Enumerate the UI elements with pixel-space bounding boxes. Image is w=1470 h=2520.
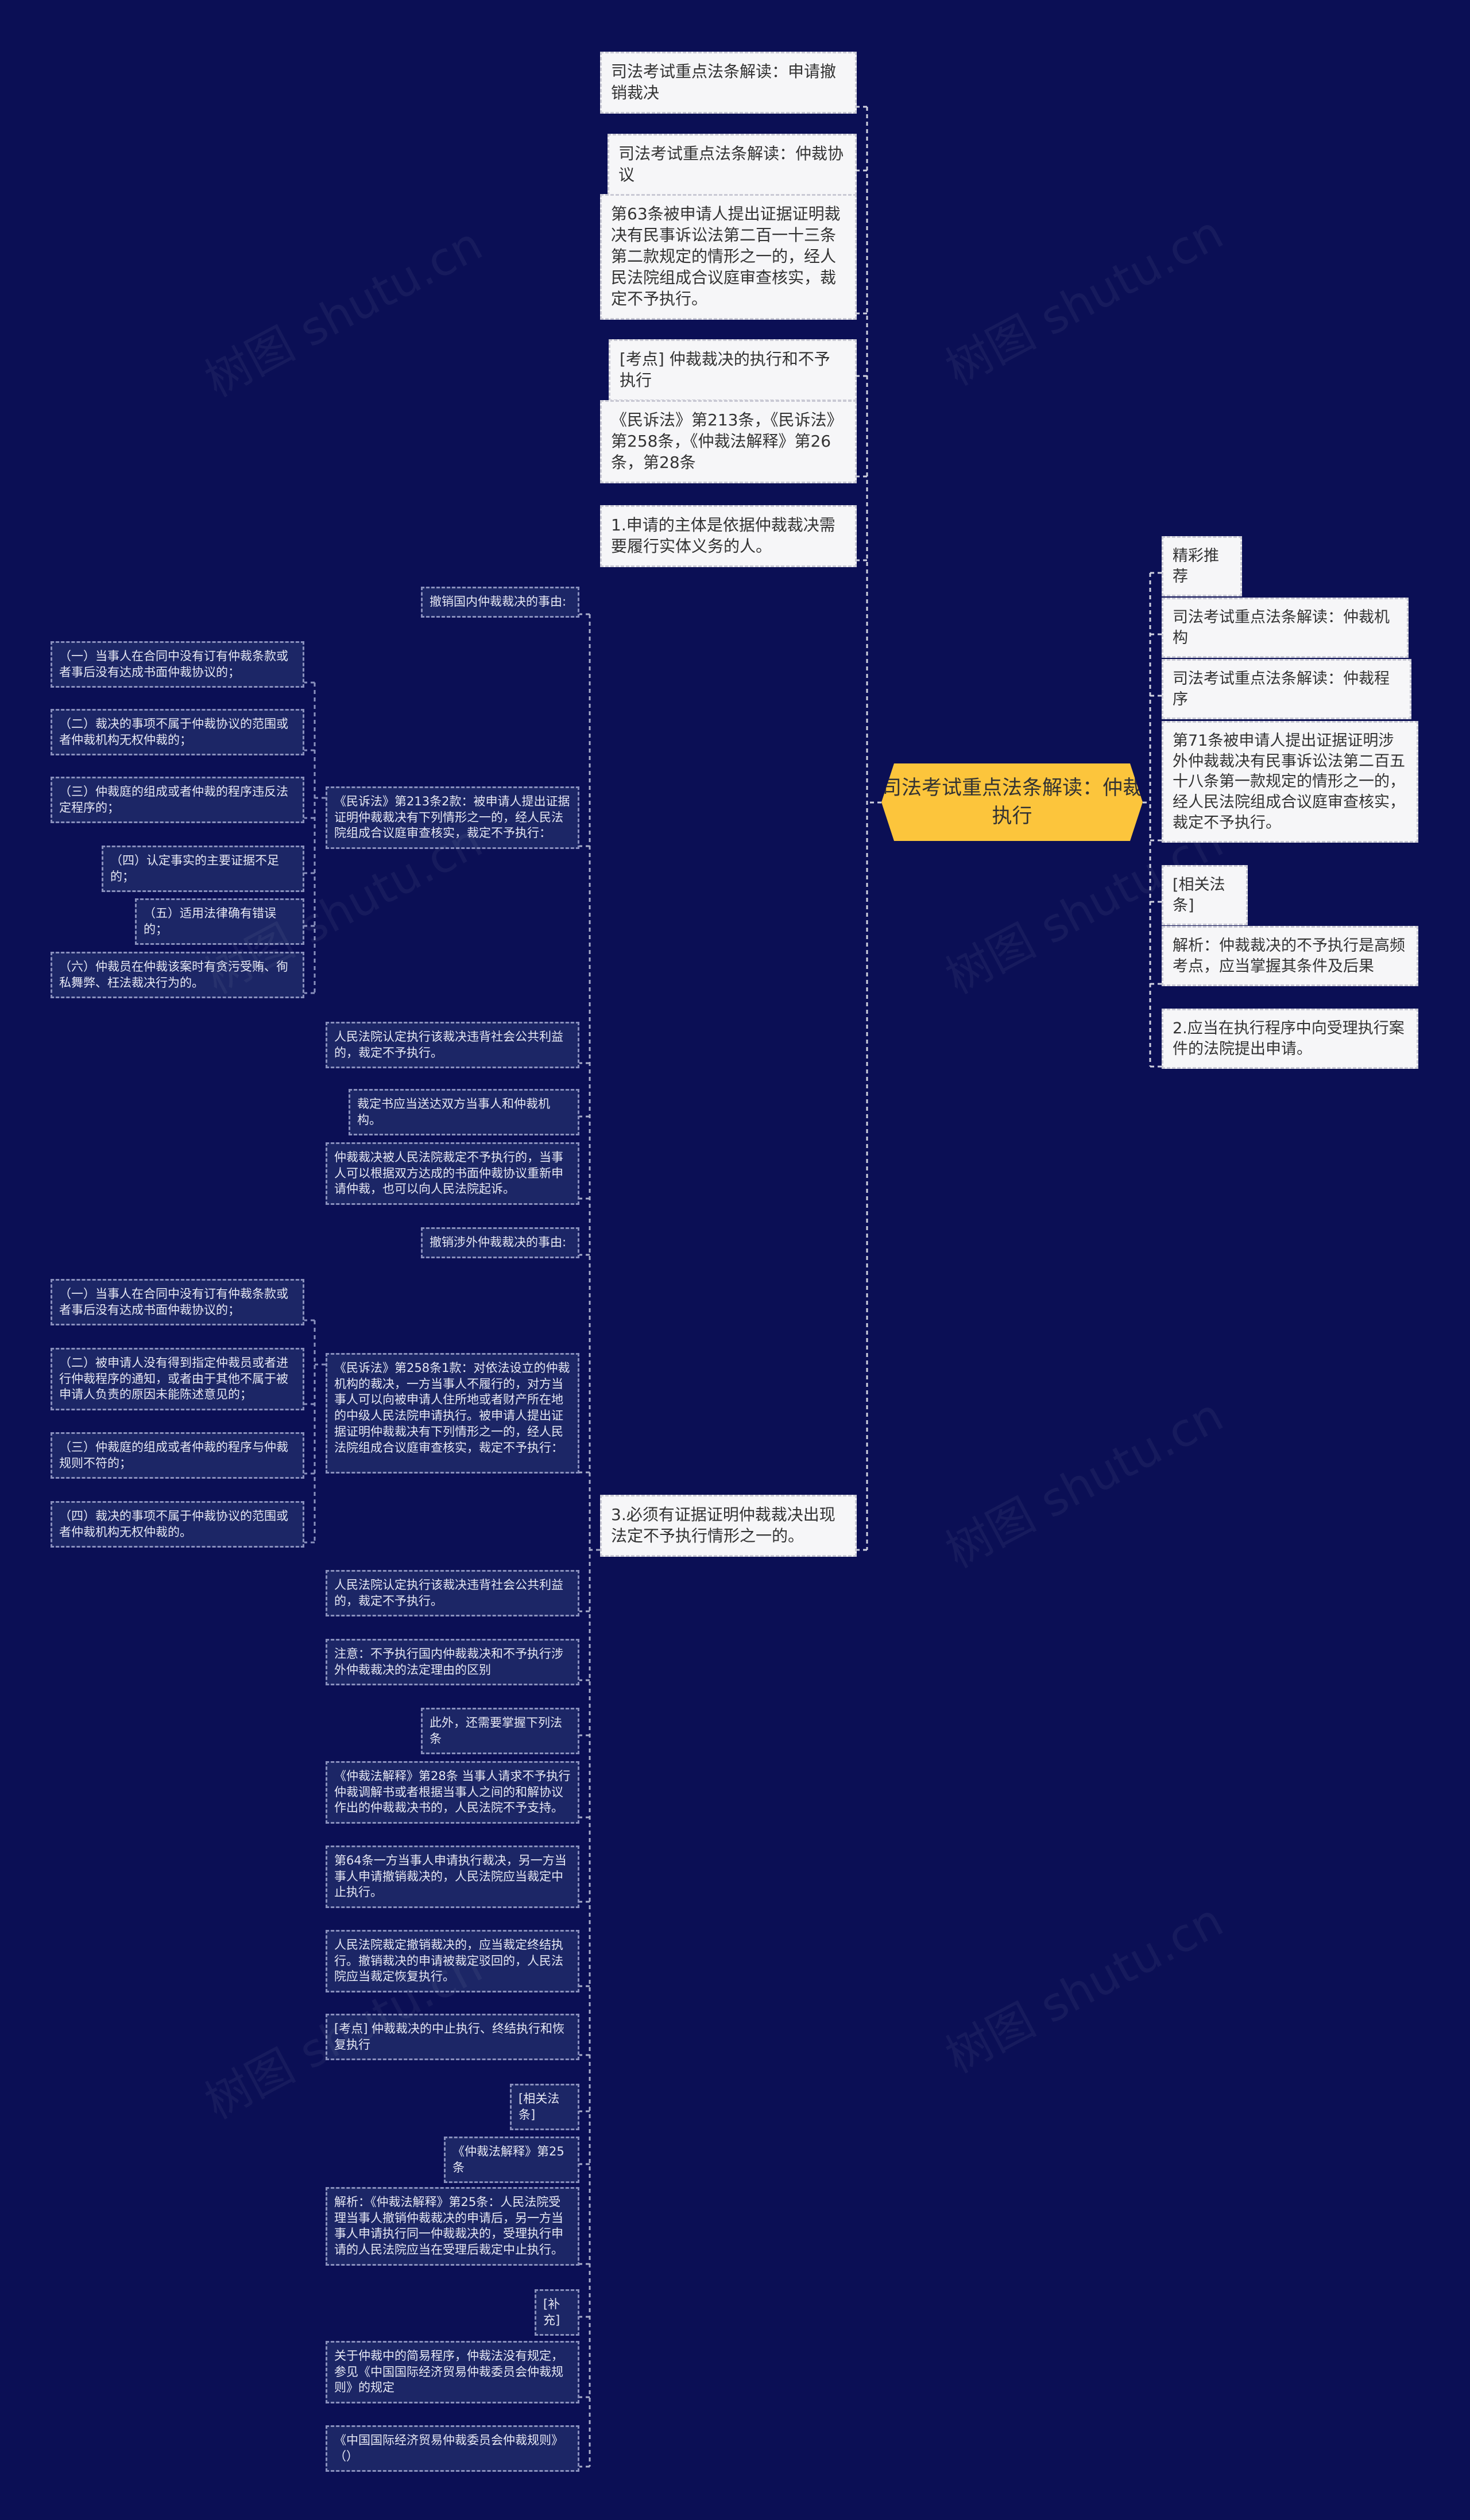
left-branch-4[interactable]: [考点] 仲裁裁决的执行和不予执行 xyxy=(609,339,857,401)
right-branch-6[interactable]: 解析：仲裁裁决的不予执行是高频考点，应当掌握其条件及后果 xyxy=(1162,926,1418,987)
detail-node[interactable]: （二）裁决的事项不属于仲裁协议的范围或者仲裁机构无权仲裁的； xyxy=(51,709,304,756)
detail-node[interactable]: （六）仲裁员在仲裁该案时有贪污受贿、徇私舞弊、枉法裁决行为的。 xyxy=(51,952,304,999)
detail-node[interactable]: （一）当事人在合同中没有订有仲裁条款或者事后没有达成书面仲裁协议的； xyxy=(51,1279,304,1326)
detail-node[interactable]: （五）适用法律确有错误的； xyxy=(135,898,304,945)
detail-node[interactable]: （四）认定事实的主要证据不足的； xyxy=(102,846,304,893)
left-branch-1[interactable]: 司法考试重点法条解读：申请撤销裁决 xyxy=(600,52,857,114)
center-topic[interactable]: 司法考试重点法条解读：仲裁执行 xyxy=(881,763,1143,841)
sub-node[interactable]: [补充] xyxy=(535,2289,579,2336)
sub-node[interactable]: [相关法条] xyxy=(510,2084,579,2131)
sub-node[interactable]: 注意：不予执行国内仲裁裁决和不予执行涉外仲裁裁决的法定理由的区别 xyxy=(326,1639,579,1686)
sub-node[interactable]: 解析：《仲裁法解释》第25条：人民法院受理当事人撤销仲裁裁决的申请后，另一方当事… xyxy=(326,2187,579,2266)
sub-node[interactable]: 人民法院认定执行该裁决违背社会公共利益的，裁定不予执行。 xyxy=(326,1022,579,1069)
sub-node[interactable]: 《民诉法》第213条2款：被申请人提出证据证明仲裁裁决有下列情形之一的，经人民法… xyxy=(326,786,579,850)
right-branch-7[interactable]: 2.应当在执行程序中向受理执行案件的法院提出申请。 xyxy=(1162,1009,1418,1069)
right-branch-2[interactable]: 司法考试重点法条解读：仲裁机构 xyxy=(1162,598,1409,658)
left-branch-5[interactable]: 《民诉法》第213条，《民诉法》第258条，《仲裁法解释》第26条，第28条 xyxy=(600,400,857,483)
detail-node[interactable]: （一）当事人在合同中没有订有仲裁条款或者事后没有达成书面仲裁协议的； xyxy=(51,641,304,688)
sub-node[interactable]: 仲裁裁决被人民法院裁定不予执行的，当事人可以根据双方达成的书面仲裁协议重新申请仲… xyxy=(326,1142,579,1205)
right-branch-1[interactable]: 精彩推荐 xyxy=(1162,536,1242,597)
detail-node[interactable]: （三）仲裁庭的组成或者仲裁的程序与仲裁规则不符的； xyxy=(51,1432,304,1479)
sub-node[interactable]: [考点] 仲裁裁决的中止执行、终结执行和恢复执行 xyxy=(326,2014,579,2061)
sub-node[interactable]: 此外，还需要掌握下列法条 xyxy=(421,1708,579,1755)
right-branch-3[interactable]: 司法考试重点法条解读：仲裁程序 xyxy=(1162,659,1411,720)
left-branch-3[interactable]: 第63条被申请人提出证据证明裁决有民事诉讼法第二百一十三条第二款规定的情形之一的… xyxy=(600,194,857,320)
detail-node[interactable]: （四）裁决的事项不属于仲裁协议的范围或者仲裁机构无权仲裁的。 xyxy=(51,1501,304,1548)
left-branch-7[interactable]: 3.必须有证据证明仲裁裁决出现法定不予执行情形之一的。 xyxy=(600,1495,857,1557)
left-branch-2[interactable]: 司法考试重点法条解读：仲裁协议 xyxy=(608,134,857,196)
right-branch-5[interactable]: [相关法条] xyxy=(1162,865,1248,926)
sub-node[interactable]: 《中国国际经济贸易仲裁委员会仲裁规则》（） xyxy=(326,2425,579,2472)
sub-node[interactable]: 《民诉法》第258条1款：对依法设立的仲裁机构的裁决，一方当事人不履行的，对方当… xyxy=(326,1353,579,1474)
center-topic-label: 司法考试重点法条解读：仲裁执行 xyxy=(881,776,1143,828)
sub-node[interactable]: 人民法院认定执行该裁决违背社会公共利益的，裁定不予执行。 xyxy=(326,1570,579,1617)
sub-node[interactable]: 撤销国内仲裁裁决的事由: xyxy=(421,587,579,618)
sub-node[interactable]: 裁定书应当送达双方当事人和仲裁机构。 xyxy=(349,1089,579,1136)
sub-node[interactable]: 第64条一方当事人申请执行裁决，另一方当事人申请撤销裁决的，人民法院应当裁定中止… xyxy=(326,1846,579,1909)
sub-node[interactable]: 撤销涉外仲裁裁决的事由: xyxy=(421,1227,579,1258)
sub-node[interactable]: 人民法院裁定撤销裁决的，应当裁定终结执行。撤销裁决的申请被裁定驳回的，人民法院应… xyxy=(326,1930,579,1993)
sub-node[interactable]: 《仲裁法解释》第25条 xyxy=(444,2137,579,2184)
left-branch-6[interactable]: 1.申请的主体是依据仲裁裁决需要履行实体义务的人。 xyxy=(600,505,857,567)
sub-node[interactable]: 《仲裁法解释》第28条 当事人请求不予执行仲裁调解书或者根据当事人之间的和解协议… xyxy=(326,1761,579,1824)
sub-node[interactable]: 关于仲裁中的简易程序，仲裁法没有规定，参见《中国国际经济贸易仲裁委员会仲裁规则》… xyxy=(326,2341,579,2404)
detail-node[interactable]: （二）被申请人没有得到指定仲裁员或者进行仲裁程序的通知，或者由于其他不属于被申请… xyxy=(51,1348,304,1411)
detail-node[interactable]: （三）仲裁庭的组成或者仲裁的程序违反法定程序的； xyxy=(51,777,304,824)
right-branch-4[interactable]: 第71条被申请人提出证据证明涉外仲裁裁决有民事诉讼法第二百五十八条第一款规定的情… xyxy=(1162,721,1418,843)
